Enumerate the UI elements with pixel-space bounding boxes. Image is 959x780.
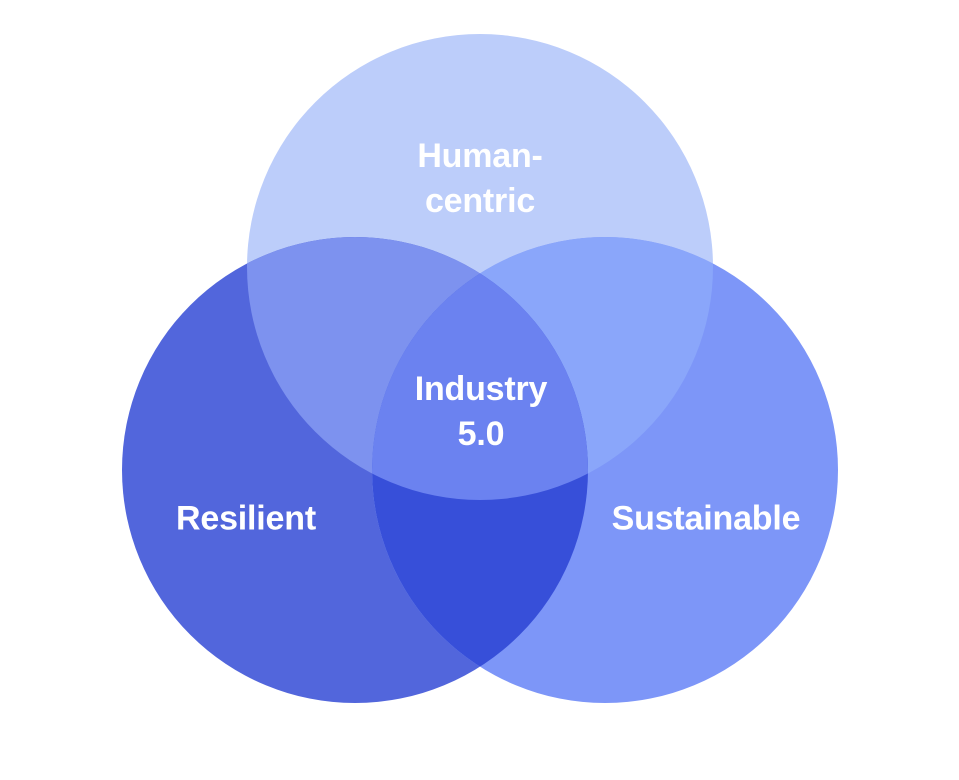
- intersection-all-three: [372, 237, 588, 500]
- intersection-group-center: [372, 237, 588, 500]
